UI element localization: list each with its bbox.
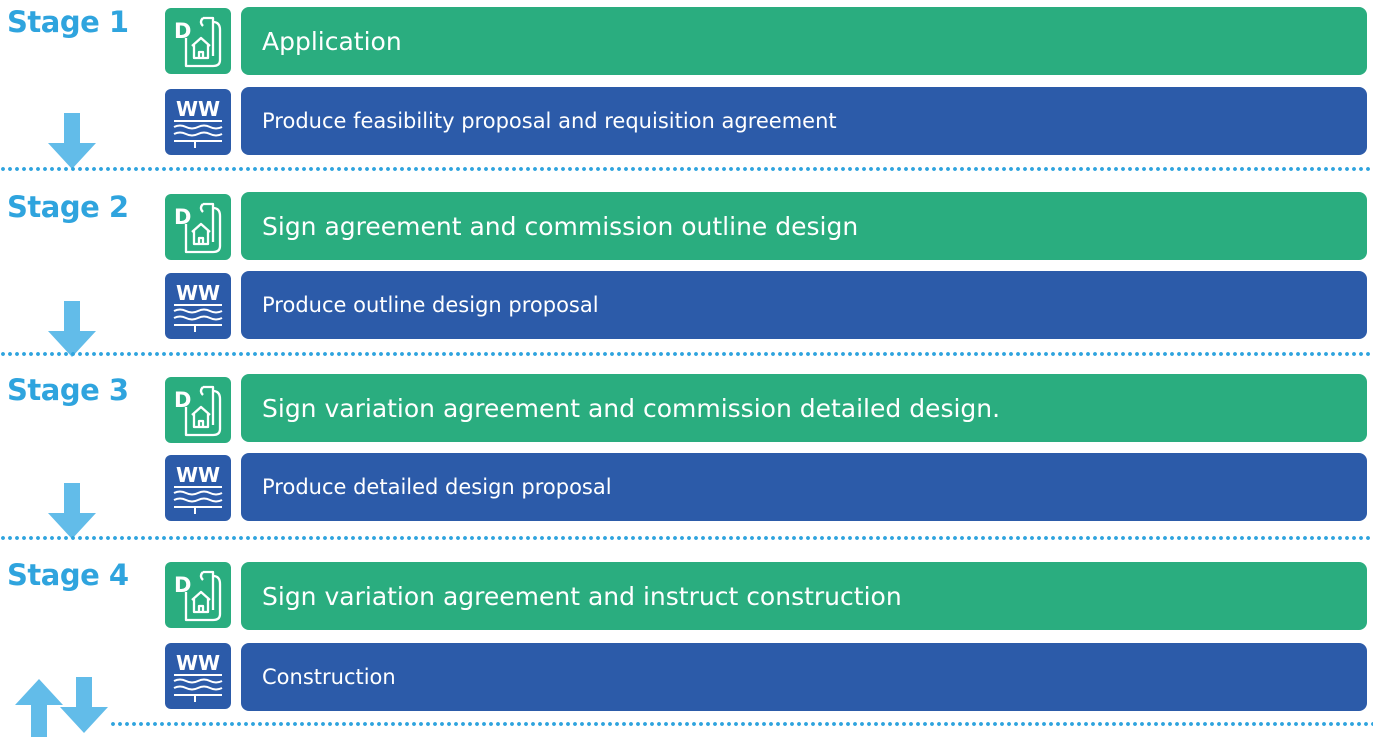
developer-plan-icon: D <box>165 194 231 260</box>
stage-divider <box>0 351 1373 357</box>
down-arrow-icon <box>58 677 110 735</box>
svg-text:D: D <box>174 388 191 412</box>
up-arrow-icon <box>13 678 65 737</box>
stage-3-developer-step: Sign variation agreement and commission … <box>241 374 1367 442</box>
down-arrow-icon <box>46 301 98 359</box>
svg-text:WW: WW <box>176 97 220 121</box>
svg-text:WW: WW <box>176 651 220 675</box>
stage-divider <box>0 166 1373 172</box>
stage-4-title: Stage 4 <box>7 558 129 592</box>
stage-1-developer-step: Application <box>241 7 1367 75</box>
down-arrow-icon <box>46 113 98 171</box>
stage-1-utility-step: Produce feasibility proposal and requisi… <box>241 87 1367 155</box>
stage-2-utility-step: Produce outline design proposal <box>241 271 1367 339</box>
svg-text:WW: WW <box>176 463 220 487</box>
water-utility-icon: WW <box>165 455 231 521</box>
water-utility-icon: WW <box>165 89 231 155</box>
stage-3-title: Stage 3 <box>7 373 129 407</box>
stage-1-title: Stage 1 <box>7 5 129 39</box>
stage-2-developer-step: Sign agreement and commission outline de… <box>241 192 1367 260</box>
stage-2-title: Stage 2 <box>7 190 129 224</box>
water-utility-icon: WW <box>165 273 231 339</box>
developer-plan-icon: D <box>165 562 231 628</box>
water-utility-icon: WW <box>165 643 231 709</box>
svg-text:D: D <box>174 19 191 43</box>
stage-divider <box>110 721 1373 727</box>
stage-4-utility-step: Construction <box>241 643 1367 711</box>
stage-divider <box>0 535 1373 541</box>
down-arrow-icon <box>46 483 98 541</box>
developer-plan-icon: D <box>165 377 231 443</box>
svg-text:D: D <box>174 205 191 229</box>
stage-4-developer-step: Sign variation agreement and instruct co… <box>241 562 1367 630</box>
svg-text:WW: WW <box>176 281 220 305</box>
stage-3-utility-step: Produce detailed design proposal <box>241 453 1367 521</box>
svg-text:D: D <box>174 573 191 597</box>
developer-plan-icon: D <box>165 8 231 74</box>
